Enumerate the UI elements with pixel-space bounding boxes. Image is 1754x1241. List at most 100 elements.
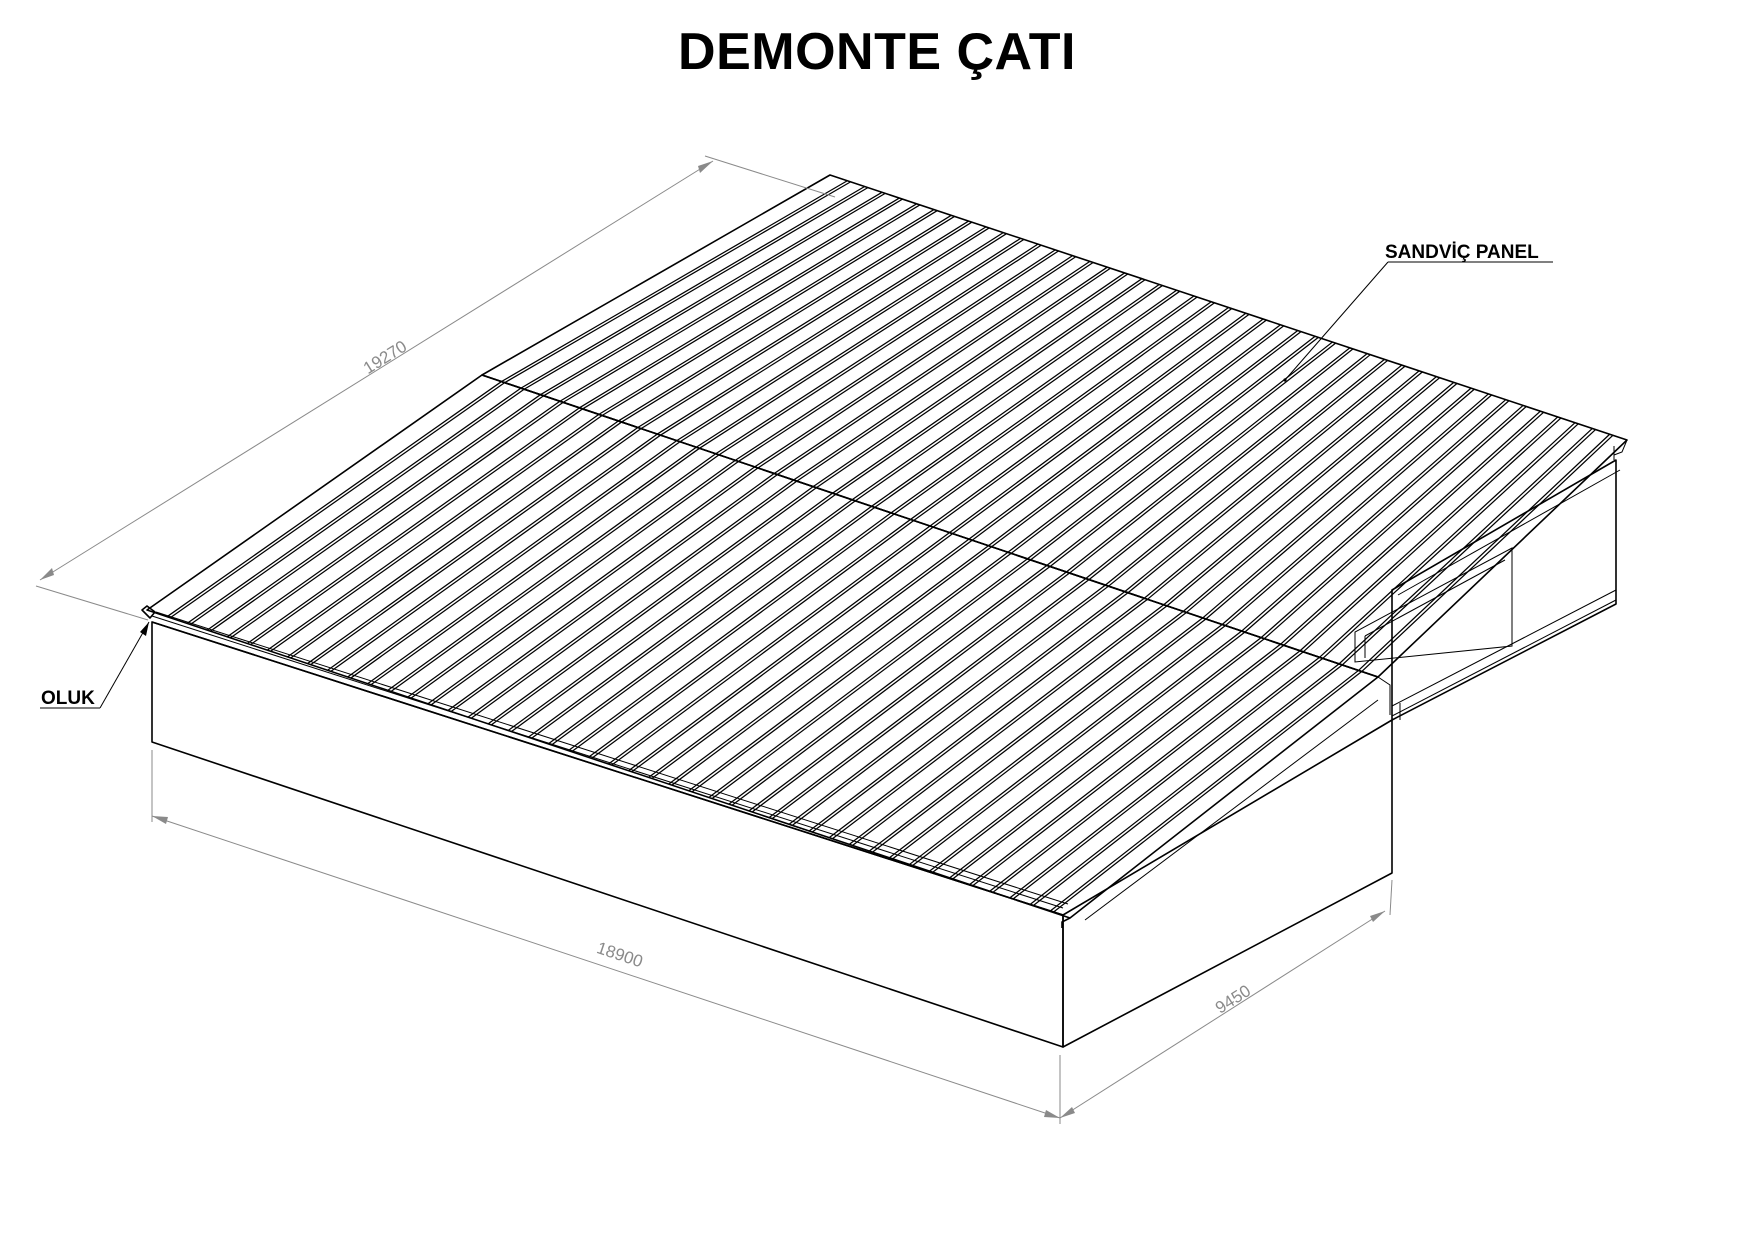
rib-front-17-a bbox=[487, 486, 814, 725]
rib-front-1-b bbox=[169, 382, 506, 619]
rib-front-45-b bbox=[1052, 671, 1363, 913]
rib-front-15-b bbox=[450, 474, 778, 713]
rib-rear-3-a bbox=[540, 191, 883, 396]
rib-rear-31-a bbox=[1085, 353, 1368, 580]
rib-rear-31-b bbox=[1088, 354, 1371, 581]
rib-rear-2-b bbox=[523, 187, 869, 390]
rib-rear-15-b bbox=[777, 261, 1094, 476]
rib-rear-44-b bbox=[1341, 429, 1596, 666]
rib-front-34-b bbox=[832, 598, 1148, 840]
rib-rear-30-b bbox=[1069, 348, 1354, 574]
rib-front-28-a bbox=[708, 558, 1028, 798]
rib-rear-2-a bbox=[520, 185, 865, 389]
rib-rear-36-b bbox=[1186, 383, 1458, 613]
rib-front-5-b bbox=[250, 408, 583, 646]
rib-rear-7-b bbox=[621, 215, 955, 423]
rib-rear-8-a bbox=[637, 220, 969, 429]
rib-rear-6-b bbox=[601, 210, 938, 417]
rib-front-35-a bbox=[848, 604, 1165, 845]
rib-rear-9-a bbox=[656, 226, 987, 435]
panel-ribs-front bbox=[166, 381, 1363, 913]
panel-ribs-rear bbox=[501, 180, 1614, 672]
rib-rear-44-a bbox=[1338, 428, 1593, 665]
rib-rear-10-b bbox=[679, 233, 1007, 443]
rib-front-31-b bbox=[771, 579, 1090, 820]
rib-front-44-b bbox=[1032, 664, 1343, 907]
rib-rear-27-a bbox=[1007, 330, 1299, 553]
dimension-building-length: 18900 bbox=[151, 750, 1061, 1124]
roof bbox=[141, 174, 1628, 928]
rib-front-11-b bbox=[370, 447, 700, 686]
rib-rear-24-b bbox=[952, 313, 1250, 535]
rib-front-26-a bbox=[668, 545, 989, 785]
rib-front-7-b bbox=[290, 421, 622, 659]
rib-front-2-a bbox=[186, 387, 522, 624]
rib-rear-39-b bbox=[1244, 400, 1510, 633]
rib-rear-18-b bbox=[835, 279, 1146, 495]
rib-rear-26-b bbox=[991, 325, 1285, 548]
rib-front-27-b bbox=[691, 552, 1012, 793]
rib-front-41-a bbox=[969, 643, 1281, 886]
rib-rear-1-b bbox=[504, 181, 851, 384]
rib-rear-34-a bbox=[1143, 370, 1420, 599]
gutter-corner bbox=[141, 605, 156, 619]
rib-front-18-a bbox=[507, 492, 833, 732]
rib-front-23-a bbox=[608, 525, 931, 765]
rib-rear-42-b bbox=[1302, 417, 1562, 653]
rib-front-34-a bbox=[828, 597, 1145, 839]
rib-front-21-b bbox=[571, 513, 895, 753]
rib-front-40-b bbox=[952, 638, 1265, 880]
rib-rear-29-b bbox=[1049, 342, 1337, 567]
rib-front-21-a bbox=[567, 512, 892, 752]
rib-rear-5-a bbox=[579, 203, 917, 409]
rib-front-15-a bbox=[447, 472, 775, 711]
rib-front-29-b bbox=[731, 565, 1051, 806]
rib-front-19-a bbox=[527, 499, 853, 738]
rib-rear-17-a bbox=[812, 272, 1125, 488]
rib-front-19-b bbox=[531, 500, 856, 739]
rib-front-37-a bbox=[889, 617, 1204, 859]
rib-front-44-a bbox=[1029, 663, 1340, 906]
rib-rear-11-a bbox=[695, 237, 1021, 448]
rib-rear-23-a bbox=[929, 306, 1229, 527]
rib-rear-22-a bbox=[910, 301, 1212, 520]
callout-gutter: OLUK bbox=[40, 621, 150, 709]
rib-front-23-b bbox=[611, 526, 934, 766]
rib-front-11-a bbox=[367, 446, 697, 685]
rib-rear-35-b bbox=[1166, 377, 1441, 607]
rib-rear-32-a bbox=[1104, 358, 1385, 586]
rib-front-22-a bbox=[588, 518, 911, 758]
rib-rear-21-a bbox=[890, 295, 1195, 514]
rib-front-39-b bbox=[932, 631, 1246, 873]
rib-front-32-a bbox=[788, 584, 1106, 825]
rib-rear-35-a bbox=[1163, 376, 1437, 606]
rib-rear-14-b bbox=[757, 256, 1077, 469]
rib-rear-41-a bbox=[1280, 410, 1541, 645]
rib-rear-10-a bbox=[676, 232, 1004, 442]
rib-front-40-a bbox=[949, 637, 1262, 879]
rib-front-12-b bbox=[390, 454, 720, 692]
rib-front-3-b bbox=[210, 395, 544, 632]
rib-rear-22-b bbox=[913, 302, 1215, 522]
rib-rear-14-a bbox=[754, 255, 1073, 468]
rib-rear-43-b bbox=[1322, 423, 1579, 659]
rib-front-20-b bbox=[551, 506, 876, 746]
rib-front-22-b bbox=[591, 520, 915, 759]
rib-rear-37-b bbox=[1205, 388, 1475, 620]
rib-front-43-b bbox=[1012, 657, 1324, 900]
drawing-title: DEMONTE ÇATI bbox=[678, 23, 1076, 81]
rib-front-42-a bbox=[989, 650, 1301, 892]
rib-front-28-b bbox=[711, 559, 1031, 800]
rib-front-4-a bbox=[226, 400, 561, 638]
rib-rear-40-a bbox=[1260, 404, 1524, 639]
rib-front-1-a bbox=[166, 381, 502, 618]
rib-rear-9-b bbox=[660, 227, 990, 436]
rib-rear-19-b bbox=[854, 285, 1163, 502]
rib-front-41-b bbox=[972, 644, 1285, 887]
rib-front-4-b bbox=[230, 401, 564, 639]
rib-front-13-b bbox=[410, 460, 739, 699]
rib-rear-11-b bbox=[699, 238, 1025, 449]
rib-rear-23-b bbox=[932, 308, 1233, 528]
label-sandwich-panel: SANDVİÇ PANEL bbox=[1385, 242, 1539, 263]
rib-front-38-b bbox=[912, 625, 1226, 867]
